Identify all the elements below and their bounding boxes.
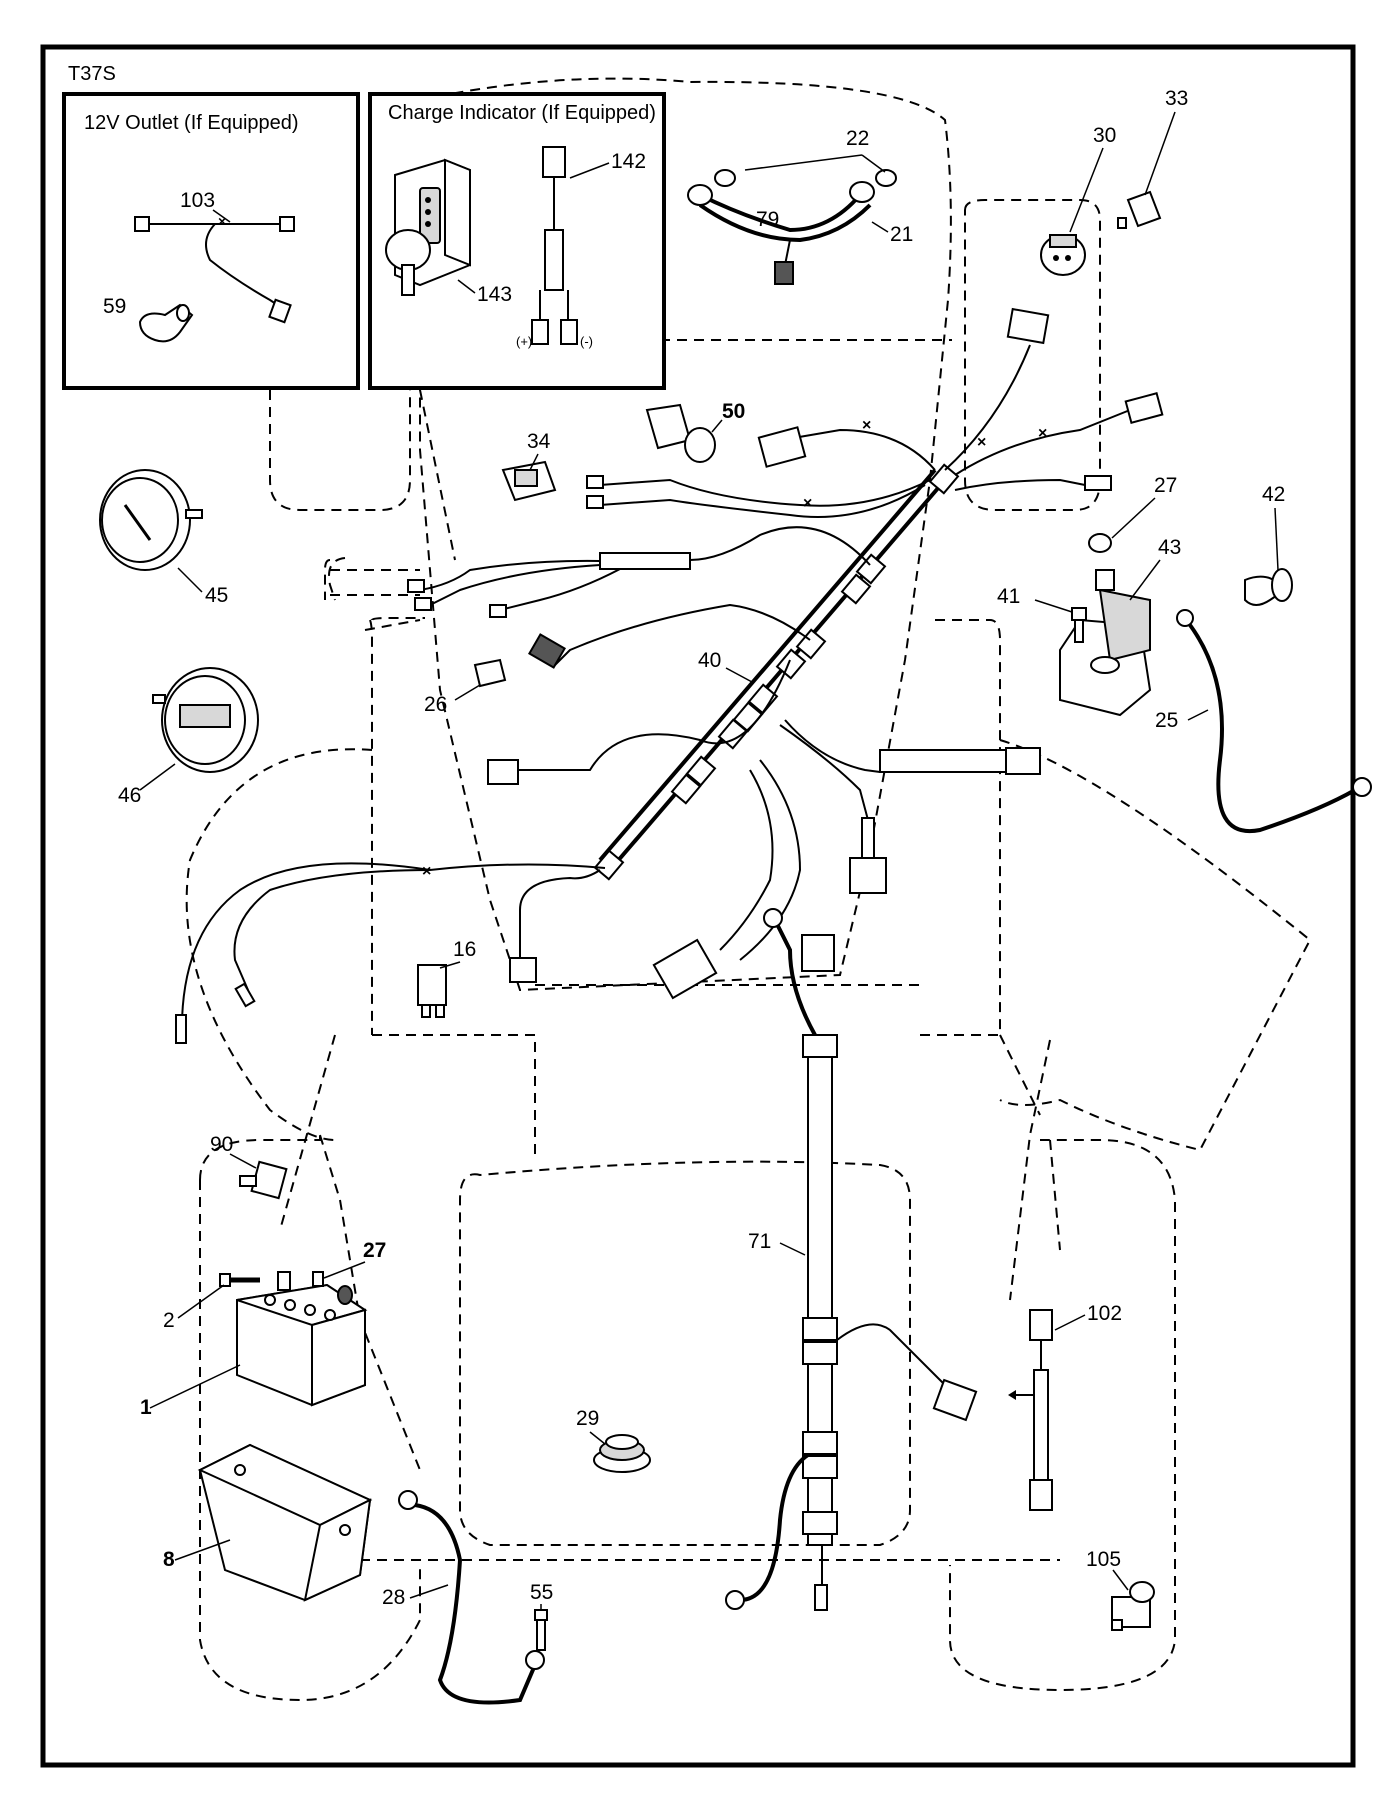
connector-outlet-103 (268, 298, 292, 324)
grommet-29-icon (593, 1434, 651, 1473)
label-22: 22 (846, 127, 869, 150)
page-border (40, 44, 1356, 1768)
crossing-markers: × × × × × × (218, 213, 1047, 880)
label-28: 28 (382, 1586, 405, 1609)
label-50: 50 (722, 400, 745, 423)
label-8: 8 (163, 1548, 175, 1571)
bolt-2-icon (219, 1271, 291, 1291)
cable-25-icon (1176, 609, 1372, 834)
ignition-switch-30-icon (1040, 234, 1086, 276)
label-27a: 27 (1154, 474, 1177, 497)
cable-28-icon (398, 1490, 545, 1705)
nut-27-icon (1088, 533, 1112, 553)
label-71: 71 (748, 1230, 771, 1253)
bolt-55-icon (534, 1609, 548, 1651)
label-143: 143 (477, 283, 512, 306)
nut-27b-icon (312, 1271, 324, 1287)
switch-105-icon (1111, 1581, 1155, 1631)
label-40: 40 (698, 649, 721, 672)
part-90-icon (239, 1160, 288, 1200)
bolt-41-icon (1071, 607, 1087, 643)
inset-12v-outlet-title: 12V Outlet (If Equipped) (84, 112, 299, 134)
label-79: 79 (756, 208, 779, 231)
hour-meter-46-icon (152, 667, 259, 773)
label-105: 105 (1086, 1548, 1121, 1571)
label-2: 2 (163, 1309, 175, 1332)
svg-text:×: × (218, 213, 226, 229)
harness-142-icon (531, 146, 578, 345)
label-42: 42 (1262, 483, 1285, 506)
charge-indicator-143-icon (385, 158, 471, 296)
label-33: 33 (1165, 87, 1188, 110)
label-21: 21 (890, 223, 913, 246)
label-25: 25 (1155, 709, 1178, 732)
headlight-harness-icon (687, 169, 897, 285)
boot-42-icon (1244, 568, 1293, 606)
inset-charge-indicator-title: Charge Indicator (If Equipped) (388, 102, 656, 124)
label-46: 46 (118, 784, 141, 807)
label-55: 55 (530, 1581, 553, 1604)
label-1: 1 (140, 1396, 152, 1419)
label-142: 142 (611, 150, 646, 173)
label-45: 45 (205, 584, 228, 607)
fuse-26-icon (473, 658, 507, 688)
terminal-minus: (-) (580, 334, 593, 349)
svg-text:×: × (862, 417, 871, 434)
label-29: 29 (576, 1407, 599, 1430)
label-102: 102 (1087, 1302, 1122, 1325)
svg-text:×: × (803, 495, 812, 512)
terminal-plus: (+) (516, 334, 532, 349)
button-50-icon (645, 403, 716, 463)
label-59: 59 (103, 295, 126, 318)
gauge-45-icon (99, 469, 203, 571)
svg-text:×: × (422, 863, 431, 880)
tractor-outline (185, 77, 1312, 1702)
cable-102-icon (1008, 1309, 1053, 1511)
inset-charge-indicator: Charge Indicator (If Equipped) 143 142 (… (368, 92, 666, 390)
solenoid-43-icon (1059, 569, 1152, 717)
connector-left-103 (134, 216, 150, 232)
svg-text:×: × (977, 434, 986, 451)
switch-34-icon (501, 460, 557, 502)
label-41: 41 (997, 585, 1020, 608)
battery-tray-8-icon (197, 1443, 373, 1602)
svg-text:×: × (1038, 425, 1047, 442)
label-30: 30 (1093, 124, 1116, 147)
connector-right-103 (279, 216, 295, 232)
key-33-icon (1117, 190, 1162, 229)
label-16: 16 (453, 938, 476, 961)
relay-16-icon (417, 964, 447, 1018)
label-27b: 27 (363, 1239, 386, 1262)
label-34: 34 (527, 430, 551, 453)
label-43: 43 (1158, 536, 1181, 559)
battery-1-icon (236, 1283, 368, 1407)
label-103: 103 (180, 189, 215, 212)
label-26: 26 (424, 693, 447, 716)
outlet-59-icon (138, 303, 194, 343)
harness-71 (725, 908, 978, 1611)
diagram-code: T37S (68, 63, 116, 85)
inset-12v-outlet: 12V Outlet (If Equipped) 103 59 (62, 92, 360, 390)
label-90: 90 (210, 1133, 233, 1156)
main-harness-40 (175, 307, 1164, 1044)
